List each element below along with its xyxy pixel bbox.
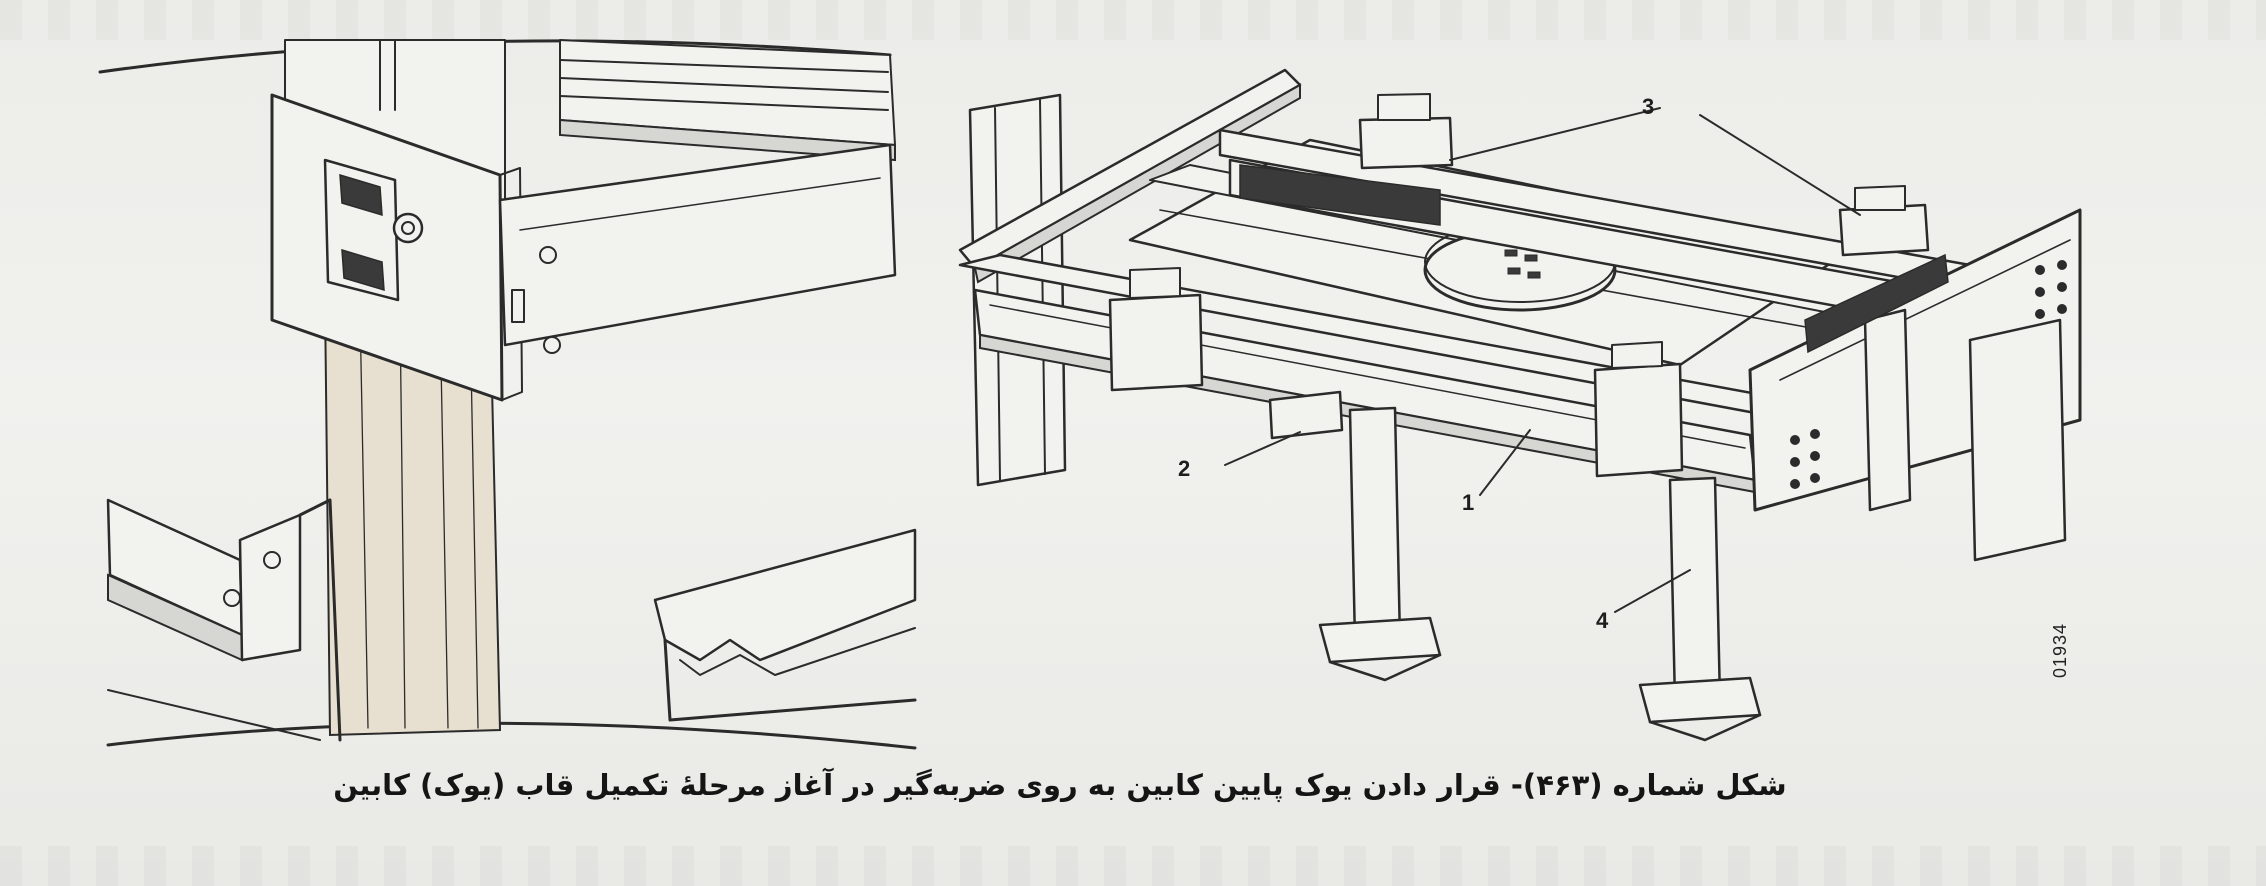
callout-1: 1 xyxy=(1462,490,1475,515)
callout-2: 2 xyxy=(1178,456,1191,481)
buffer-posts xyxy=(1318,406,1762,742)
callout-3a: 3 xyxy=(1642,94,1655,119)
figure-id: 01934 xyxy=(2050,622,2070,678)
guide-clamps xyxy=(1108,93,1930,478)
bleed-through-text-bottom xyxy=(0,846,2266,886)
figure-caption: شکل شماره (۴۶۳)- قرار دادن یوک پایین کاب… xyxy=(333,768,1787,802)
callout-4: 4 xyxy=(1596,608,1609,633)
detail-view-left xyxy=(98,39,917,750)
bleed-through-text-top xyxy=(0,0,2266,40)
main-view-right xyxy=(958,68,2082,742)
